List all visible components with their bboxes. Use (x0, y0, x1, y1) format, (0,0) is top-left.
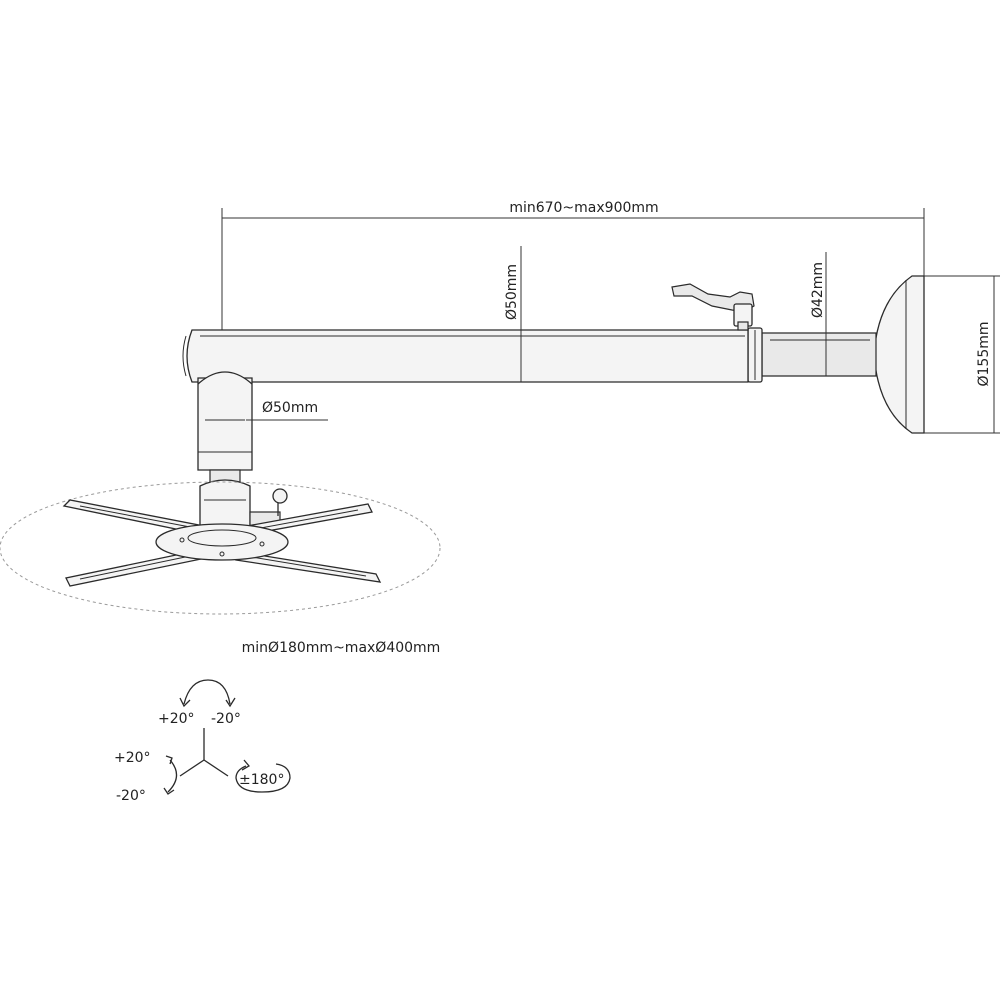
swivel-label: ±180° (239, 772, 284, 788)
tilt-plus-label: +20° (158, 711, 195, 727)
inner-tube: Ø42mm (761, 252, 877, 377)
roll-plus-label: +20° (114, 750, 151, 766)
ceiling-plate-diameter-label: Ø155mm (976, 321, 992, 386)
bracket-span-label: minØ180mm~maxØ400mm (242, 640, 441, 656)
adjustment-axes: +20° -20° +20° -20° ±180° (114, 679, 291, 804)
tilt-arrow-icon (183, 679, 231, 705)
tilt-minus-label: -20° (211, 711, 241, 727)
main-tube: Ø50mm (182, 246, 749, 383)
universal-bracket (62, 499, 382, 587)
swivel-joint (199, 469, 288, 535)
bracket-range-ellipse (0, 481, 441, 615)
ceiling-plate: Ø155mm (873, 275, 1000, 434)
main-tube-diameter-label: Ø50mm (504, 264, 520, 320)
locking-collar (747, 327, 763, 383)
extension-length-label: min670~max900mm (509, 200, 658, 216)
vertical-tube: Ø50mm (197, 371, 328, 471)
roll-minus-label: -20° (116, 788, 146, 804)
extension-length-dimension: min670~max900mm (221, 200, 925, 330)
vertical-tube-diameter-label: Ø50mm (262, 400, 318, 416)
roll-arrow-icon (167, 759, 178, 793)
swivel-arrow-icon (235, 763, 291, 793)
inner-tube-diameter-label: Ø42mm (810, 262, 826, 318)
lever-clamp-handle (671, 283, 755, 331)
